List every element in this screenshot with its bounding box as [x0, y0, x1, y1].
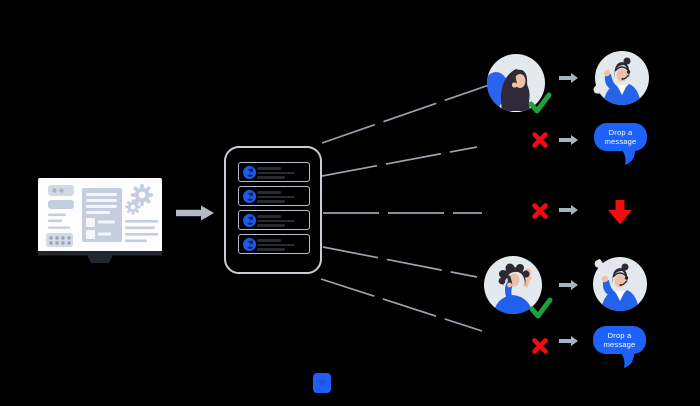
connector-line-4: [322, 246, 478, 278]
queue-item: [238, 234, 310, 254]
queue-item-line: [257, 239, 281, 242]
monitor-stand: [87, 255, 113, 263]
caller-on-phone-avatar: [484, 256, 542, 314]
speech-bubble-shape: [594, 123, 647, 165]
bubble-text-line2: message: [603, 340, 636, 349]
queue-item-line: [257, 243, 295, 246]
connector-line-5: [320, 278, 483, 332]
gear-icon: [125, 184, 153, 215]
queue-item-line: [257, 200, 285, 203]
support-agent-speech-avatar: [593, 51, 649, 105]
screen-content: [46, 184, 158, 247]
right-arrow-icon: [559, 280, 578, 290]
right-arrow-icon: [559, 336, 578, 346]
cross-icon: [532, 132, 548, 148]
hand-shape: [601, 275, 609, 283]
cross-icon: [532, 338, 548, 354]
agent-avatar-icon: [243, 237, 256, 251]
red-down-arrow-icon: [608, 200, 632, 224]
shirt-shape: [615, 291, 625, 301]
cross-icon: [532, 203, 548, 219]
headset-icon: [614, 66, 630, 72]
check-icon: [529, 297, 553, 319]
caller-on-phone-avatar: [487, 54, 545, 112]
headset-icon: [612, 272, 628, 278]
monitor-icon: [38, 178, 162, 263]
shirt-shape: [617, 85, 627, 95]
queue-item-line: [257, 248, 285, 251]
connector-line-2: [321, 146, 478, 177]
agent-avatar-icon: [243, 189, 256, 203]
right-arrow-icon: [559, 135, 578, 145]
call-queue-box: [224, 146, 322, 274]
brand-logo-icon: [313, 373, 331, 393]
queue-item-line: [257, 191, 281, 194]
queue-item-line: [257, 176, 285, 179]
connector-line-1: [321, 84, 490, 144]
queue-item: [238, 210, 310, 230]
queue-item-line: [257, 167, 281, 170]
text-lines-icon: [125, 220, 158, 243]
queue-item-line: [257, 215, 281, 218]
blouse-shape: [493, 295, 533, 314]
right-arrow-icon: [559, 205, 578, 215]
agent-avatar-icon: [243, 213, 256, 227]
speech-bubble-shape: [593, 326, 646, 368]
agent-avatar-icon: [243, 165, 256, 179]
check-icon: [528, 92, 552, 114]
support-agent-speech-avatar: [593, 257, 647, 311]
right-arrow-icon: [559, 73, 578, 83]
hand-shape: [603, 69, 611, 77]
queue-item-line: [257, 171, 295, 174]
queue-item: [238, 186, 310, 206]
face-shape: [514, 74, 526, 88]
flow-arrow-icon: [176, 205, 214, 221]
phone-shape: [506, 275, 513, 285]
hair-shape: [614, 62, 630, 78]
menu-lines-icon: [48, 213, 66, 217]
bubble-text-line2: message: [604, 137, 637, 146]
queue-item-line: [257, 219, 295, 222]
drop-message-bubble: Drop a message: [594, 123, 647, 167]
queue-item-line: [257, 224, 285, 227]
queue-item: [238, 162, 310, 182]
bubble-text-line1: Drop a: [608, 128, 633, 137]
phone-shape: [511, 74, 517, 85]
monitor-bezel: [38, 251, 162, 256]
drop-message-bubble: Drop a message: [593, 326, 646, 370]
hair-shape: [612, 268, 628, 284]
keypad-icon: [46, 233, 73, 247]
queue-item-line: [257, 195, 295, 198]
banner-icon: [48, 200, 74, 209]
bubble-text-line1: Drop a: [607, 331, 632, 340]
